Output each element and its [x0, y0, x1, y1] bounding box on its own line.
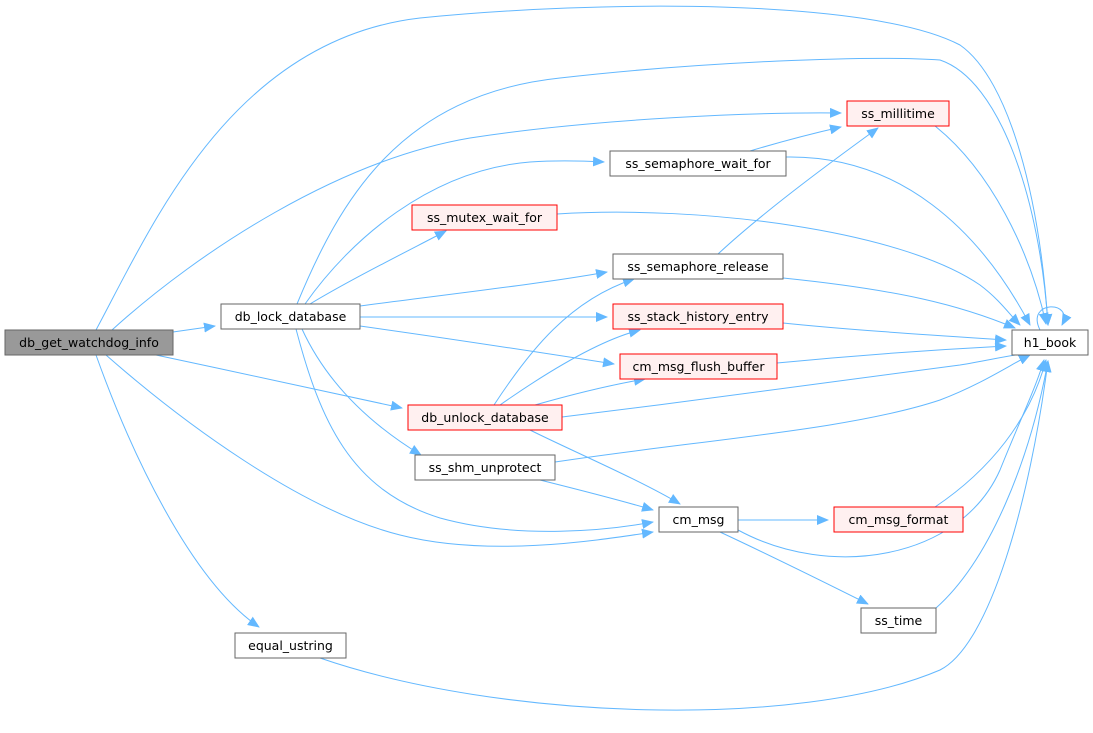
node-label-db-get-watchdog-info: db_get_watchdog_info [19, 335, 159, 350]
edge-ss-shm-unprotect-to-cm-msg [539, 479, 654, 512]
edge-db-lock-database-to-ss-mutex-wait-for [309, 230, 447, 305]
edge-ss-semaphore-release-to-ss-millitime [717, 127, 879, 255]
node-label-ss-semaphore-release: ss_semaphore_release [627, 259, 769, 274]
node-ss-time[interactable]: ss_time [860, 607, 937, 634]
edge-db-unlock-database-to-h1-book [561, 349, 1031, 418]
edge-ss-millitime-to-h1-book [934, 125, 1049, 325]
edge-db-lock-database-to-h1-book [296, 57, 1053, 326]
edge-cm-msg-flush-buffer-to-h1-book [776, 341, 1007, 364]
node-equal-ustring[interactable]: equal_ustring [234, 632, 347, 659]
edge-cm-msg-to-ss-time [719, 531, 869, 605]
edge-db-unlock-database-to-ss-semaphore-release [493, 277, 635, 406]
node-label-cm-msg: cm_msg [673, 512, 725, 527]
node-ss-mutex-wait-for[interactable]: ss_mutex_wait_for [411, 204, 558, 231]
node-cm-msg-format[interactable]: cm_msg_format [833, 506, 964, 533]
edge-db-unlock-database-to-cm-msg [529, 429, 681, 505]
node-cm-msg-flush-buffer[interactable]: cm_msg_flush_buffer [619, 353, 778, 380]
edge-h1-book-to-h1-book [1036, 306, 1072, 331]
edge-ss-time-to-h1-book [935, 360, 1051, 609]
node-ss-stack-history-entry[interactable]: ss_stack_history_entry [612, 303, 784, 330]
node-h1-book[interactable]: h1_book [1011, 329, 1089, 356]
edge-db-lock-database-to-ss-shm-unprotect [301, 328, 422, 456]
edge-db-get-watchdog-info-to-cm-msg [105, 354, 654, 547]
node-ss-semaphore-wait-for[interactable]: ss_semaphore_wait_for [609, 150, 787, 177]
edge-ss-mutex-wait-for-to-h1-book [556, 211, 1021, 326]
edge-ss-semaphore-wait-for-to-h1-book [785, 156, 1031, 326]
node-ss-millitime[interactable]: ss_millitime [846, 100, 950, 127]
edge-cm-msg-format-to-h1-book [934, 359, 1048, 508]
nodes-layer: db_get_watchdog_info db_lock_database eq… [4, 100, 1089, 659]
edge-db-get-watchdog-info-to-db-unlock-database [155, 354, 403, 411]
edge-ss-shm-unprotect-to-h1-book [554, 354, 1031, 463]
edge-ss-semaphore-release-to-h1-book [782, 277, 1016, 329]
node-label-ss-semaphore-wait-for: ss_semaphore_wait_for [625, 156, 771, 171]
edge-equal-ustring-to-h1-book [319, 360, 1052, 711]
edge-db-get-watchdog-info-to-equal-ustring [95, 354, 260, 628]
node-label-ss-stack-history-entry: ss_stack_history_entry [627, 309, 769, 324]
node-label-cm-msg-format: cm_msg_format [849, 512, 949, 527]
edge-db-get-watchdog-info-to-h1-book [95, 5, 1053, 331]
node-label-ss-mutex-wait-for: ss_mutex_wait_for [427, 210, 543, 225]
node-label-h1-book: h1_book [1024, 335, 1077, 350]
node-ss-shm-unprotect[interactable]: ss_shm_unprotect [414, 454, 556, 481]
edge-db-get-watchdog-info-to-ss-millitime [111, 107, 842, 331]
node-ss-semaphore-release[interactable]: ss_semaphore_release [612, 253, 784, 280]
edge-ss-semaphore-wait-for-to-ss-millitime [749, 124, 842, 152]
edge-db-lock-database-to-cm-msg-flush-buffer [359, 325, 615, 368]
edge-cm-msg-to-h1-book [737, 359, 1046, 558]
edge-db-lock-database-to-ss-semaphore-release [359, 269, 608, 307]
node-cm-msg[interactable]: cm_msg [658, 506, 739, 533]
node-db-get-watchdog-info[interactable]: db_get_watchdog_info [4, 329, 174, 356]
node-label-ss-millitime: ss_millitime [861, 106, 935, 121]
edge-db-get-watchdog-info-to-db-lock-database [172, 322, 216, 333]
node-label-db-lock-database: db_lock_database [235, 309, 347, 324]
node-label-equal-ustring: equal_ustring [248, 638, 333, 653]
edge-db-lock-database-to-ss-semaphore-wait-for [304, 156, 605, 305]
node-db-lock-database[interactable]: db_lock_database [220, 303, 361, 330]
edge-ss-stack-history-entry-to-h1-book [782, 322, 1007, 345]
edge-db-lock-database-to-cm-msg [295, 328, 654, 532]
edges-layer [95, 5, 1072, 711]
edge-db-unlock-database-to-cm-msg-flush-buffer [534, 375, 646, 406]
node-label-ss-shm-unprotect: ss_shm_unprotect [429, 460, 542, 475]
node-label-db-unlock-database: db_unlock_database [421, 410, 549, 425]
edge-db-unlock-database-to-ss-stack-history-entry [499, 327, 641, 406]
node-db-unlock-database[interactable]: db_unlock_database [407, 404, 563, 431]
node-label-cm-msg-flush-buffer: cm_msg_flush_buffer [633, 359, 766, 374]
node-label-ss-time: ss_time [875, 613, 923, 628]
